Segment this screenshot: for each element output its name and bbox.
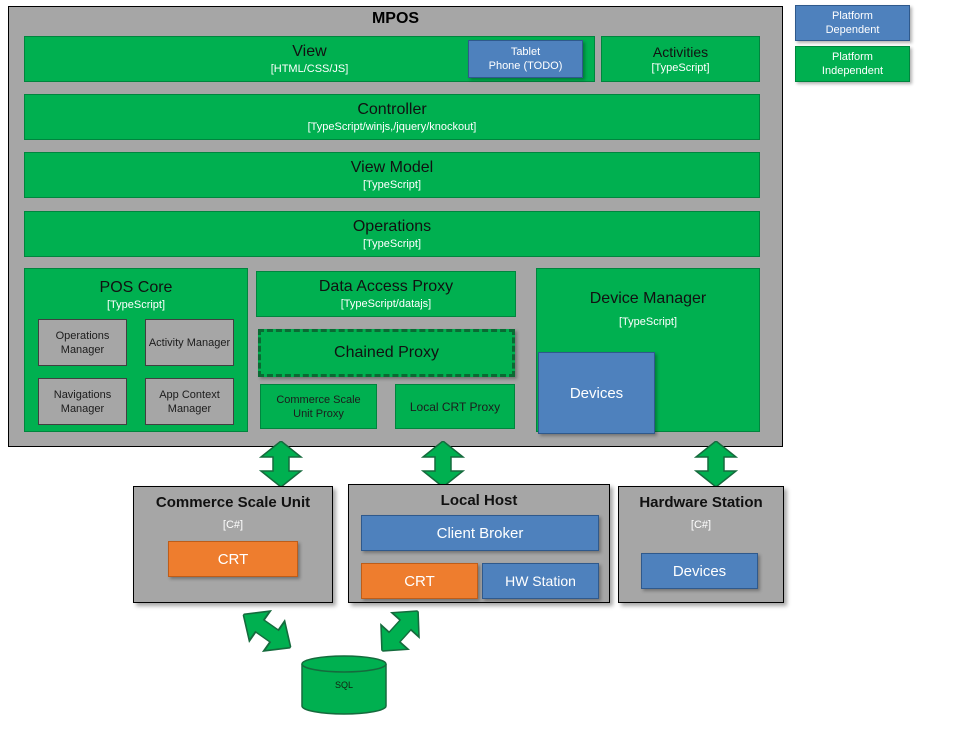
legend-platform-independent: Platform Independent (795, 46, 910, 82)
view-title: View (292, 43, 327, 60)
chained-proxy-box: Chained Proxy (258, 329, 515, 377)
navigations-manager-box: Navigations Manager (38, 378, 127, 425)
csu-crt-label: CRT (217, 550, 249, 568)
view-model-tech: [TypeScript] (362, 179, 422, 191)
legend-platform-dependent-label: Platform Dependent (825, 10, 880, 36)
arrow-commerce-scale-unit (259, 441, 303, 487)
operations-manager-label: Operations Manager (55, 329, 110, 356)
data-access-proxy-box: Data Access Proxy [TypeScript/datajs] (256, 271, 516, 317)
operations-tech: [TypeScript] (362, 238, 422, 250)
pos-core-title: POS Core (99, 279, 173, 296)
data-access-proxy-title: Data Access Proxy (318, 278, 454, 295)
activities-box: Activities [TypeScript] (601, 36, 760, 82)
hardware-station-devices-box: Devices (641, 553, 758, 589)
app-context-manager-box: App Context Manager (145, 378, 234, 425)
local-host-title: Local Host (440, 492, 518, 509)
local-host-crt-label: CRT (404, 572, 435, 590)
activities-tech: [TypeScript] (651, 62, 710, 74)
view-tech: [HTML/CSS/JS] (270, 63, 349, 75)
operations-title: Operations (352, 218, 432, 235)
arrow-csu-to-sql (232, 598, 302, 664)
sql-database-cylinder (300, 654, 388, 716)
view-model-title: View Model (350, 159, 434, 176)
arrow-hardware-station (694, 441, 738, 487)
navigations-manager-label: Navigations Manager (53, 388, 112, 415)
controller-title: Controller (357, 101, 427, 118)
controller-tech: [TypeScript/winjs,/jquery/knockout] (307, 121, 477, 133)
legend-platform-independent-label: Platform Independent (821, 51, 884, 77)
commerce-proxy-label-2: Unit Proxy (293, 407, 344, 420)
activities-title: Activities (652, 44, 709, 60)
tablet-label: Tablet (510, 46, 541, 58)
local-crt-proxy-label: Local CRT Proxy (409, 399, 501, 414)
legend-platform-dependent: Platform Dependent (795, 5, 910, 41)
operations-manager-box: Operations Manager (38, 319, 127, 366)
tablet-phone-box: Tablet Phone (TODO) (468, 40, 583, 78)
arrow-local-host (421, 441, 465, 487)
pos-core-tech: [TypeScript] (106, 299, 166, 311)
view-model-layer: View Model [TypeScript] (24, 152, 760, 198)
sql-label: SQL (334, 680, 353, 690)
csu-crt-box: CRT (168, 541, 298, 577)
device-manager-tech: [TypeScript] (618, 316, 678, 328)
commerce-proxy-label-1: Commerce Scale (276, 393, 361, 406)
data-access-proxy-tech: [TypeScript/datajs] (340, 298, 432, 310)
mpos-title: MPOS (371, 10, 420, 27)
commerce-scale-unit-tech: [C#] (222, 519, 244, 531)
arrow-localhost-to-sql (367, 598, 433, 665)
hardware-station-title: Hardware Station (639, 494, 763, 511)
device-manager-title: Device Manager (589, 290, 707, 307)
local-crt-proxy-box: Local CRT Proxy (395, 384, 515, 429)
commerce-scale-unit-proxy-box: Commerce Scale Unit Proxy (260, 384, 377, 429)
commerce-scale-unit-title: Commerce Scale Unit (155, 494, 311, 511)
client-broker-label: Client Broker (436, 524, 524, 542)
controller-layer: Controller [TypeScript/winjs,/jquery/kno… (24, 94, 760, 140)
hw-station-label: HW Station (505, 573, 576, 589)
hardware-station-tech: [C#] (690, 519, 712, 531)
hardware-station-devices-label: Devices (672, 562, 727, 580)
activity-manager-label: Activity Manager (148, 336, 231, 349)
activity-manager-box: Activity Manager (145, 319, 234, 366)
app-context-manager-label: App Context Manager (159, 388, 220, 415)
chained-proxy-title: Chained Proxy (334, 344, 439, 361)
hw-station-box: HW Station (482, 563, 599, 599)
phone-todo-label: Phone (TODO) (488, 60, 563, 72)
device-manager-devices-box: Devices (538, 352, 655, 434)
device-manager-devices-label: Devices (569, 384, 624, 402)
client-broker-box: Client Broker (361, 515, 599, 551)
local-host-crt-box: CRT (361, 563, 478, 599)
operations-layer: Operations [TypeScript] (24, 211, 760, 257)
